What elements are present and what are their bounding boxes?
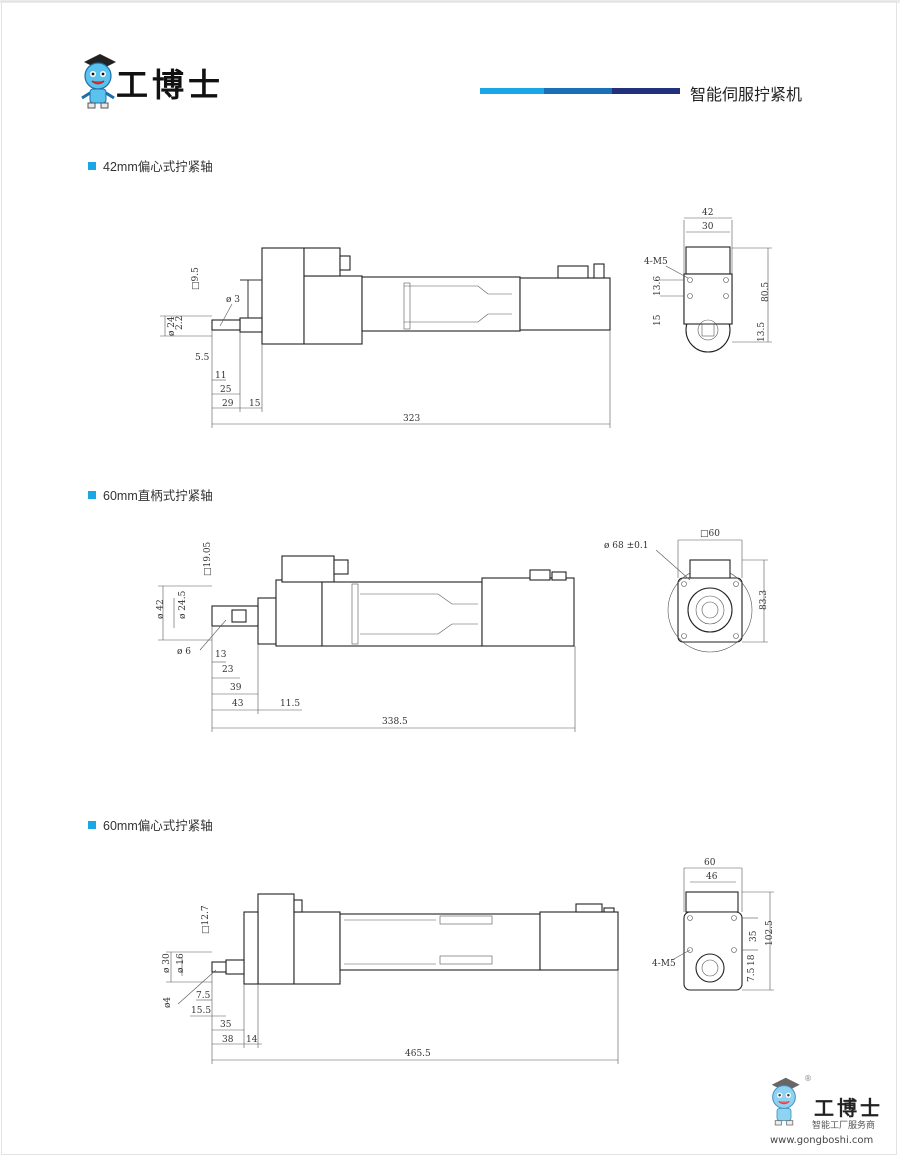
drawing-42mm-end-view: 42 30 80.5 4-M5 13.6 15 13.5 (644, 208, 772, 353)
logo-text: 工博士 (116, 66, 225, 104)
dim-39: 39 (230, 683, 242, 693)
dim-sq12-7: □12.7 (201, 905, 211, 934)
section-heading-text: 60mm直柄式拧紧轴 (103, 489, 213, 503)
bullet-square-icon (88, 162, 96, 170)
label-4-m5-2: 4-M5 (652, 959, 676, 969)
dim-80-5: 80.5 (761, 282, 771, 302)
dim-15: 15 (249, 399, 261, 409)
dim-29: 29 (222, 399, 234, 409)
dim-46: 46 (706, 872, 718, 882)
main-tube (321, 581, 483, 647)
section-heading-text: 42mm偏心式拧紧轴 (103, 160, 213, 174)
dim-phi6: ø 6 (177, 647, 191, 657)
dim-dia16: ø 16 (176, 953, 186, 973)
footer-url: www.gongboshi.com (770, 1135, 874, 1146)
header-bar-segment (480, 88, 544, 94)
dim-13: 13 (215, 650, 227, 660)
dim-phi68: ø 68 ±0.1 (604, 541, 648, 551)
gearbox-block (261, 247, 305, 345)
svg-text:42: 42 (702, 208, 713, 218)
motor-body (539, 911, 619, 971)
section-heading-3: 60mm偏心式拧紧轴 (88, 815, 213, 834)
dim-338-5: 338.5 (382, 717, 408, 727)
drawing-60mm-straight-end-view: □60 ø 68 ±0.1 83.3 (604, 529, 769, 653)
mascot-icon (771, 1077, 800, 1126)
main-tube (361, 276, 521, 332)
dim-38: 38 (222, 1035, 234, 1045)
dim-35: 35 (220, 1020, 232, 1030)
dim-13-6: 13.6 (653, 276, 663, 296)
dim-dia42: ø 42 (156, 599, 166, 619)
footer-logo: ® 工博士 智能工厂服务商 www.gongboshi.com (760, 1074, 890, 1152)
output-shaft (239, 317, 263, 333)
dim-13-5: 13.5 (757, 322, 767, 342)
dim-total: 323 (403, 414, 420, 424)
footer-logo-text: 工博士 (814, 1096, 883, 1120)
dim-83-3: 83.3 (759, 590, 769, 610)
dim-5-5: 5.5 (195, 353, 210, 363)
dim-sq60: □60 (700, 529, 720, 539)
dim-phi4: ø4 (163, 997, 173, 1008)
dim-11-5: 11.5 (280, 699, 300, 709)
bullet-square-icon (88, 491, 96, 499)
output-shaft (225, 959, 245, 975)
dim-60: 60 (704, 858, 716, 868)
header-bar-segment (612, 88, 680, 94)
header-title: 智能伺服拧紧机 (690, 87, 803, 104)
dim-35-side: 35 (749, 930, 759, 942)
dim-30: 30 (702, 222, 714, 232)
label-4-m5: 4-M5 (644, 257, 668, 267)
section-heading-1: 42mm偏心式拧紧轴 (88, 156, 213, 175)
dim-sq19-05: □19.05 (203, 541, 213, 576)
drawing-42mm-side-view: 323 29 15 25 11 5.5 ø 24 2.2 ø 3 □9.5 (160, 247, 611, 428)
dim-18: 18 (747, 954, 757, 966)
dim-7-5-side: 7.5 (747, 967, 757, 982)
dim-465-5: 465.5 (405, 1049, 431, 1059)
drawing-60mm-offset-end-view: 60 46 102.5 35 18 7.5 4-M5 (652, 858, 775, 991)
gearbox-block (257, 893, 295, 985)
section-heading-text: 60mm偏心式拧紧轴 (103, 819, 213, 833)
motor-body (481, 577, 575, 647)
motor-flange (303, 275, 363, 345)
dim-15-5: 15.5 (191, 1006, 211, 1016)
dim-15-side: 15 (653, 314, 663, 326)
mascot-icon (81, 54, 116, 109)
motor-body (519, 277, 611, 331)
footer-subtitle: 智能工厂服务商 (812, 1121, 876, 1131)
dim-phi3: ø 3 (226, 295, 240, 305)
dim-43: 43 (232, 699, 244, 709)
dim-11: 11 (215, 371, 226, 381)
dim-7-5: 7.5 (196, 991, 211, 1001)
dim-14: 14 (246, 1035, 258, 1045)
dim-25: 25 (220, 385, 232, 395)
dim-dia24-5: ø 24.5 (178, 590, 188, 619)
dim-23: 23 (222, 665, 234, 675)
dim-dia30: ø 30 (162, 953, 172, 973)
header-bar-segment (544, 88, 612, 94)
registered-mark: ® (804, 1074, 812, 1083)
section-heading-2: 60mm直柄式拧紧轴 (88, 485, 213, 504)
dim-sq9-5: □9.5 (191, 267, 201, 290)
bullet-square-icon (88, 821, 96, 829)
gearbox-block (275, 579, 323, 647)
company-logo: 工博士 (78, 52, 278, 118)
dim-2-2: 2.2 (175, 316, 185, 330)
drawing-60mm-offset-side-view: 465.5 38 14 35 15.5 7.5 ø 30 ø 16 ø4 □12… (162, 893, 619, 1064)
drawing-60mm-straight-side-view: 338.5 43 11.5 39 23 13 ø 42 ø 24.5 ø 6 □… (156, 541, 576, 732)
dim-dia24: ø 24 (167, 316, 177, 336)
dim-102-5: 102.5 (765, 920, 775, 946)
